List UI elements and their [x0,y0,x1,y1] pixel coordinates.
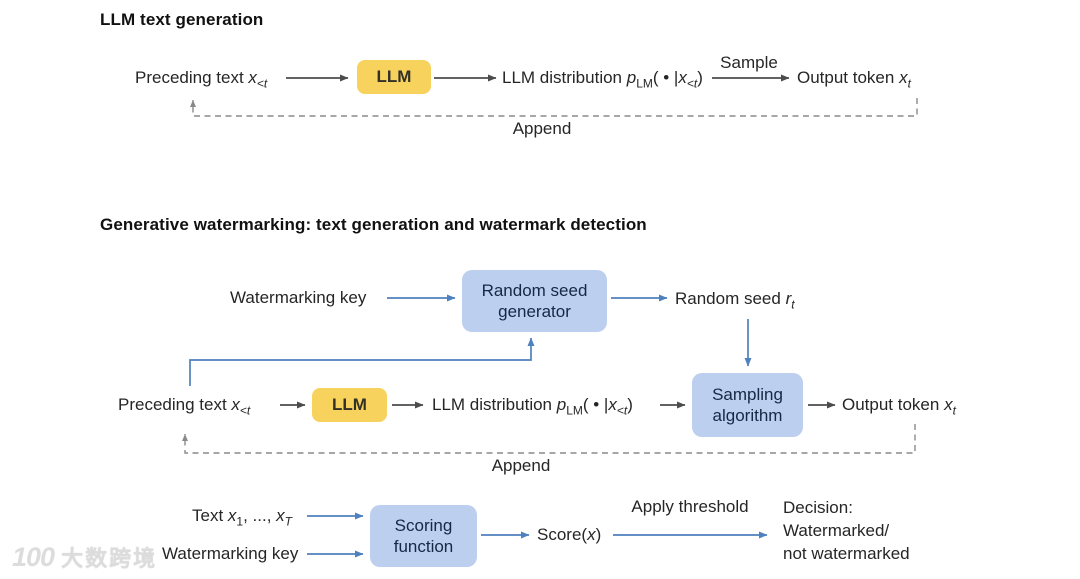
label-text-tokens: Text x1, ..., xT [192,506,292,529]
dashed-s2-append-feedback [182,424,916,454]
label-score: Score(x) [537,525,602,544]
label-llm-distribution: LLM distribution pLM( • |x<t) [502,68,703,91]
random-seed-generator-line2: generator [498,302,571,321]
scoring-function-box: Scoring function [370,505,477,567]
decision-line3: not watermarked [783,544,910,563]
scoring-function-line1: Scoring [394,516,453,535]
path-s2-preceding-to-generator [189,337,535,386]
label-output-token-2: Output token xt [842,395,956,418]
random-seed-generator-box: Random seed generator [462,270,607,332]
label-preceding-text: Preceding text x<t [135,68,268,91]
sampling-algorithm-line1: Sampling [712,385,783,404]
sampling-algorithm-box: Sampling algorithm [692,373,803,437]
llm-box: LLM [357,60,431,94]
llm-box-label: LLM [376,67,412,86]
scoring-function-line2: function [393,537,454,556]
section2-title: Generative watermarking: text generation… [100,215,647,234]
label-sample: Sample [720,53,778,72]
llm-box-2: LLM [312,388,387,422]
section1-title: LLM text generation [100,10,264,29]
brand-watermark-icon: 100 [12,542,55,572]
label-preceding-text-2: Preceding text x<t [118,395,251,418]
dashed-s1-append-feedback [190,98,918,117]
decision-line2: Watermarked/ [783,521,890,540]
label-append-2: Append [491,456,551,475]
label-decision: Decision: Watermarked/ not watermarked [783,496,910,565]
label-random-seed: Random seed rt [675,289,795,312]
decision-line1: Decision: [783,498,853,517]
label-apply-threshold: Apply threshold [631,497,749,516]
llm-box-2-label: LLM [332,395,367,414]
label-output-token: Output token xt [797,68,911,91]
sampling-algorithm-line2: algorithm [712,406,783,425]
label-watermarking-key: Watermarking key [230,288,367,307]
label-append: Append [512,119,572,138]
label-llm-distribution-2: LLM distribution pLM( • |x<t) [432,395,633,418]
brand-watermark-text: 大数跨境 [61,546,158,571]
label-watermarking-key-2: Watermarking key [162,544,299,563]
brand-watermark: 100 大数跨境 [12,541,157,573]
random-seed-generator-line1: Random seed [481,281,588,300]
